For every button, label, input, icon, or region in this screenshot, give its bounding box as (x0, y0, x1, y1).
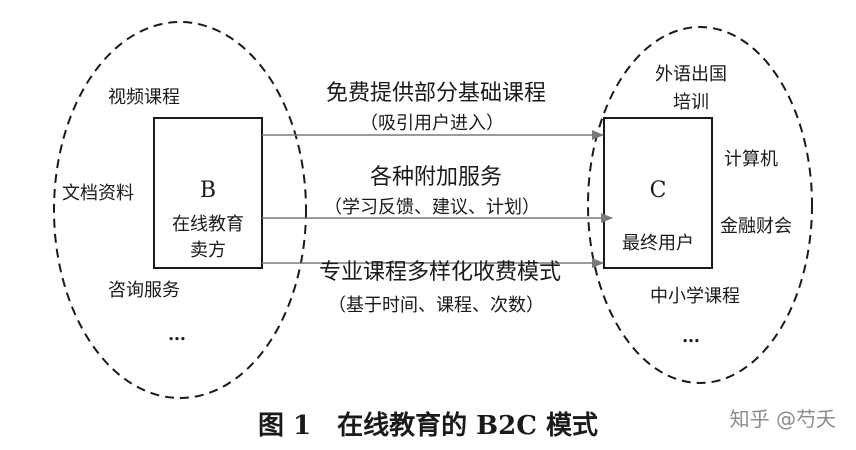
user-box (603, 117, 713, 269)
figure-caption: 图 1 在线教育的 B2C 模式 (258, 410, 598, 441)
user-item-training: 培训 (673, 92, 709, 113)
seller-box-line2: 卖方 (190, 240, 226, 261)
user-item-finance: 金融财会 (720, 216, 792, 237)
watermark-text: 知乎 @芍夭 (730, 407, 836, 431)
flow-label-1: 免费提供部分基础课程 (326, 81, 546, 106)
flow-label-2: 各种附加服务 (370, 165, 502, 190)
seller-box-line1: 在线教育 (172, 214, 244, 235)
seller-box (153, 117, 263, 269)
user-item-more: … (682, 326, 700, 347)
seller-box-letter: B (200, 178, 216, 203)
user-item-foreign-lang: 外语出国 (655, 64, 727, 85)
seller-item-video-courses: 视频课程 (108, 87, 180, 108)
seller-item-documents: 文档资料 (62, 183, 134, 204)
flow-sublabel-3: （基于时间、课程、次数） (328, 295, 544, 316)
user-item-computer: 计算机 (724, 149, 778, 170)
user-box-letter: C (650, 178, 667, 203)
user-ellipse (587, 26, 813, 384)
flow-label-3: 专业课程多样化收费模式 (319, 260, 561, 285)
flow-sublabel-1: （吸引用户进入） (360, 113, 504, 134)
seller-item-more: … (168, 324, 186, 345)
seller-ellipse (53, 21, 307, 399)
user-box-line1: 最终用户 (622, 233, 694, 254)
user-item-k12: 中小学课程 (650, 286, 740, 307)
flow-sublabel-2: （学习反馈、建议、计划） (324, 197, 540, 218)
seller-item-consulting: 咨询服务 (108, 280, 180, 301)
